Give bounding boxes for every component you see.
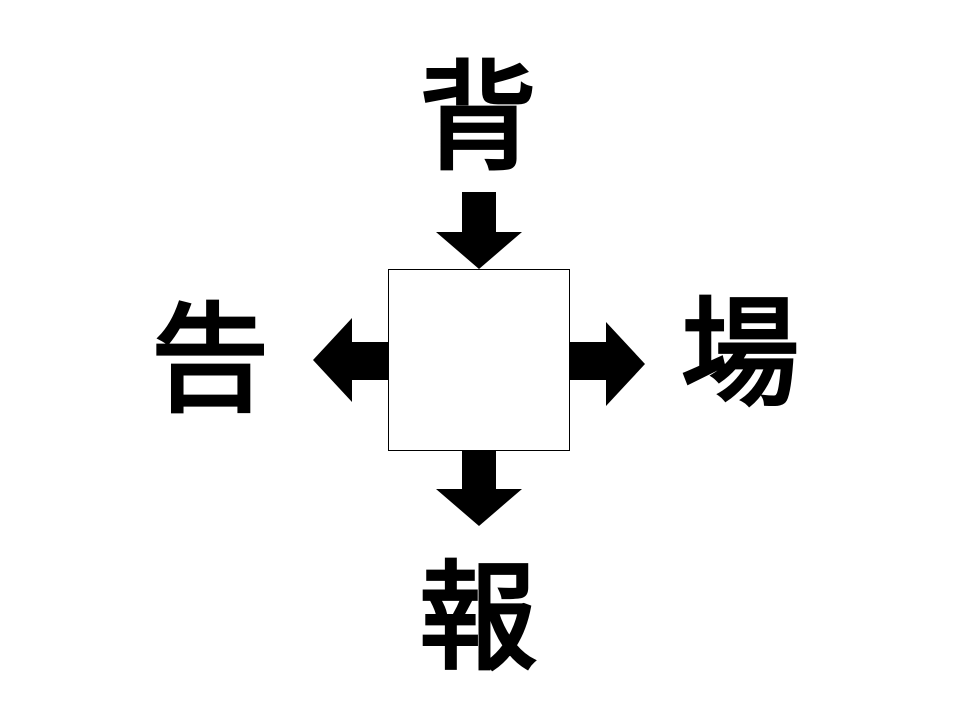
kanji-left: 告: [150, 291, 269, 429]
answer-box[interactable]: [388, 269, 570, 451]
arrow-right-icon: [570, 322, 645, 406]
arrow-down-icon: [436, 192, 522, 269]
kanji-top: 背: [418, 49, 537, 187]
arrow-left-icon: [313, 318, 388, 402]
kanji-bottom: 報: [418, 549, 537, 687]
arrow-down-icon: [436, 451, 522, 526]
kanji-right: 場: [680, 285, 799, 423]
